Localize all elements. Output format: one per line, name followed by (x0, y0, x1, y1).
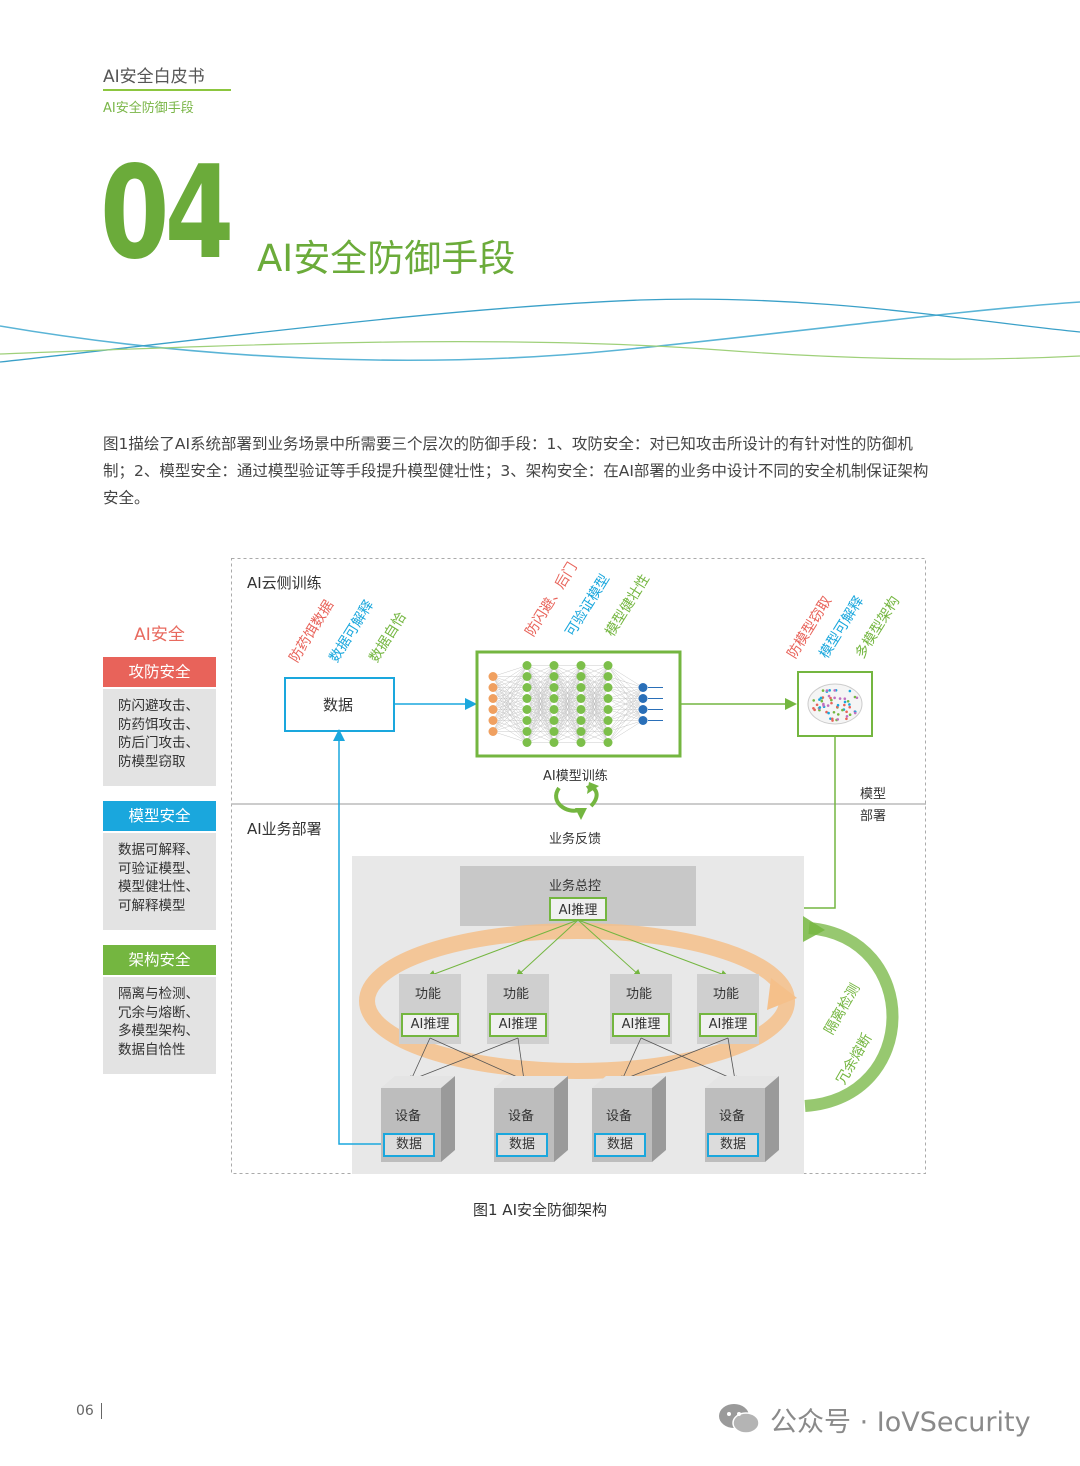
device-label: 设备 (508, 1109, 535, 1124)
device-data: 数据 (496, 1133, 548, 1157)
header-title: AI安全白皮书 (103, 67, 205, 87)
deploy-label-1: 模型 (860, 787, 887, 802)
model-security-list: 数据可解释、 可验证模型、 模型健壮性、 可解释模型 (103, 833, 216, 930)
list-item: 防药饵攻击、 (118, 716, 199, 733)
device-label: 设备 (606, 1109, 633, 1124)
deployment-label: AI业务部署 (247, 820, 322, 838)
device-data: 数据 (383, 1133, 435, 1157)
intro-paragraph: 图1描绘了AI系统部署到业务场景中所需要三个层次的防御手段：1、攻防安全：对已知… (103, 435, 929, 507)
brain-icon (807, 683, 863, 725)
list-item: 隔离与检测、 (118, 986, 199, 1002)
page-number: 06 (76, 1403, 94, 1419)
function-ai-inference: AI推理 (401, 1013, 459, 1037)
function-ai-inference: AI推理 (489, 1013, 547, 1037)
figure-caption: 图1 AI安全防御架构 (473, 1201, 607, 1219)
inference-links (427, 919, 729, 978)
architecture-security-list: 隔离与检测、 冗余与熔断、 多模型架构、 数据自恰性 (103, 977, 216, 1074)
chapter-title: AI安全防御手段 (257, 237, 516, 280)
wechat-icon (719, 1404, 760, 1434)
model-security-heading: 模型安全 (103, 801, 216, 831)
list-item: 可验证模型、 (118, 860, 199, 877)
list-item: 防闪避攻击、 (118, 698, 199, 714)
function-label: 功能 (415, 987, 442, 1002)
data-box-label: 数据 (323, 696, 354, 714)
cloud-training-label: AI云侧训练 (247, 574, 322, 592)
ai-security-heading: AI安全 (134, 625, 185, 645)
header-subtitle: AI安全防御手段 (103, 101, 194, 116)
list-item: 可解释模型 (118, 897, 186, 914)
attack-defense-heading: 攻防安全 (103, 657, 216, 687)
deploy-label-2: 部署 (860, 809, 887, 824)
function-ai-inference: AI推理 (699, 1013, 757, 1037)
list-item: 防后门攻击、 (118, 735, 199, 751)
list-item: 数据可解释、 (118, 842, 199, 858)
model-training-label: AI模型训练 (543, 769, 608, 784)
device-data: 数据 (707, 1133, 759, 1157)
device-label: 设备 (395, 1109, 422, 1124)
chapter-number: 04 (100, 139, 234, 288)
list-item: 冗余与熔断、 (118, 1004, 199, 1021)
architecture-diagram: AI云侧训练 AI业务部署 数据 防药饵数据 数据可解释 数据自恰 防闪避、后门… (231, 558, 926, 1174)
function-label: 功能 (626, 987, 653, 1002)
architecture-security-heading: 架构安全 (103, 945, 216, 975)
decorative-waves (0, 298, 1080, 363)
feedback-label: 业务反馈 (549, 832, 602, 847)
function-label: 功能 (713, 987, 740, 1002)
neural-network-icon (488, 661, 663, 747)
function-label: 功能 (503, 987, 530, 1002)
list-item: 模型健壮性、 (118, 879, 199, 895)
watermark-text: 公众号 · IoVSecurity (770, 1407, 1031, 1438)
device-data: 数据 (594, 1133, 646, 1157)
attack-defense-list: 防闪避攻击、 防药饵攻击、 防后门攻击、 防模型窃取 (103, 689, 216, 786)
control-ai-inference: AI推理 (549, 897, 607, 921)
list-item: 多模型架构、 (118, 1023, 199, 1039)
control-label: 业务总控 (549, 879, 602, 894)
function-ai-inference: AI推理 (612, 1013, 670, 1037)
page-divider (101, 1403, 102, 1419)
list-item: 防模型窃取 (118, 753, 186, 770)
list-item: 数据自恰性 (118, 1041, 186, 1058)
device-label: 设备 (719, 1109, 746, 1124)
header-underline (103, 89, 231, 91)
